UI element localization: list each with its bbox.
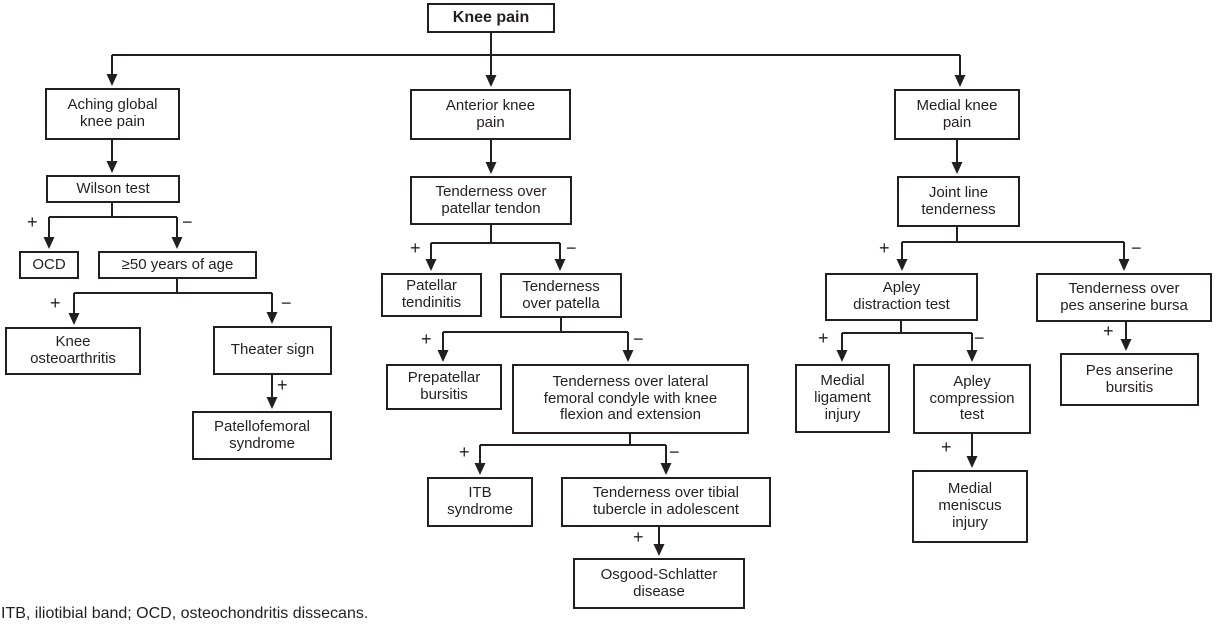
minus-sign: − bbox=[1131, 238, 1142, 258]
plus-sign: + bbox=[459, 442, 470, 462]
node-knee-osteoarthritis: Knee osteoarthritis bbox=[5, 327, 141, 375]
node-medial-meniscus-injury: Medial meniscus injury bbox=[912, 470, 1028, 543]
plus-sign: + bbox=[879, 238, 890, 258]
node-medial-knee-pain: Medial knee pain bbox=[894, 89, 1020, 140]
node-prepatellar-bursitis: Prepatellar bursitis bbox=[386, 364, 502, 410]
node-tenderness-over-patellar-tendon: Tenderness over patellar tendon bbox=[410, 176, 572, 225]
node-tenderness-pes-anserine-bursa: Tenderness over pes anserine bursa bbox=[1036, 273, 1212, 322]
plus-sign: + bbox=[633, 527, 644, 547]
node-itb-syndrome: ITB syndrome bbox=[427, 477, 533, 527]
plus-sign: + bbox=[27, 212, 38, 232]
plus-sign: + bbox=[50, 293, 61, 313]
node-medial-ligament-injury: Medial ligament injury bbox=[795, 364, 890, 433]
plus-sign: + bbox=[421, 329, 432, 349]
node-age-50-or-older: ≥50 years of age bbox=[98, 251, 257, 279]
node-pes-anserine-bursitis: Pes anserine bursitis bbox=[1060, 353, 1199, 406]
minus-sign: − bbox=[566, 238, 577, 258]
node-wilson-test: Wilson test bbox=[46, 175, 180, 203]
node-patellar-tendinitis: Patellar tendinitis bbox=[381, 273, 482, 317]
minus-sign: − bbox=[974, 328, 985, 348]
node-joint-line-tenderness: Joint line tenderness bbox=[897, 176, 1020, 227]
node-patellofemoral-syndrome: Patellofemoral syndrome bbox=[192, 411, 332, 460]
plus-sign: + bbox=[941, 437, 952, 457]
minus-sign: − bbox=[669, 442, 680, 462]
node-ocd: OCD bbox=[19, 251, 79, 279]
plus-sign: + bbox=[818, 328, 829, 348]
node-anterior-knee-pain: Anterior knee pain bbox=[410, 89, 571, 140]
node-osgood-schlatter-disease: Osgood-Schlatter disease bbox=[573, 558, 745, 609]
node-tenderness-lateral-femoral-condyle: Tenderness over lateral femoral condyle … bbox=[512, 364, 749, 434]
node-apley-distraction-test: Apley distraction test bbox=[825, 273, 978, 321]
node-apley-compression-test: Apley compression test bbox=[913, 364, 1031, 434]
node-tenderness-over-patella: Tenderness over patella bbox=[500, 273, 622, 318]
plus-sign: + bbox=[277, 375, 288, 395]
plus-sign: + bbox=[410, 238, 421, 258]
node-knee-pain: Knee pain bbox=[427, 3, 555, 33]
minus-sign: − bbox=[633, 329, 644, 349]
figure-caption: ITB, iliotibial band; OCD, osteochondrit… bbox=[1, 605, 369, 622]
node-tenderness-tibial-tubercle: Tenderness over tibial tubercle in adole… bbox=[561, 477, 771, 527]
plus-sign: + bbox=[1103, 321, 1114, 341]
node-aching-global-knee-pain: Aching global knee pain bbox=[45, 88, 180, 140]
minus-sign: − bbox=[281, 293, 292, 313]
node-theater-sign: Theater sign bbox=[213, 326, 332, 375]
minus-sign: − bbox=[182, 212, 193, 232]
